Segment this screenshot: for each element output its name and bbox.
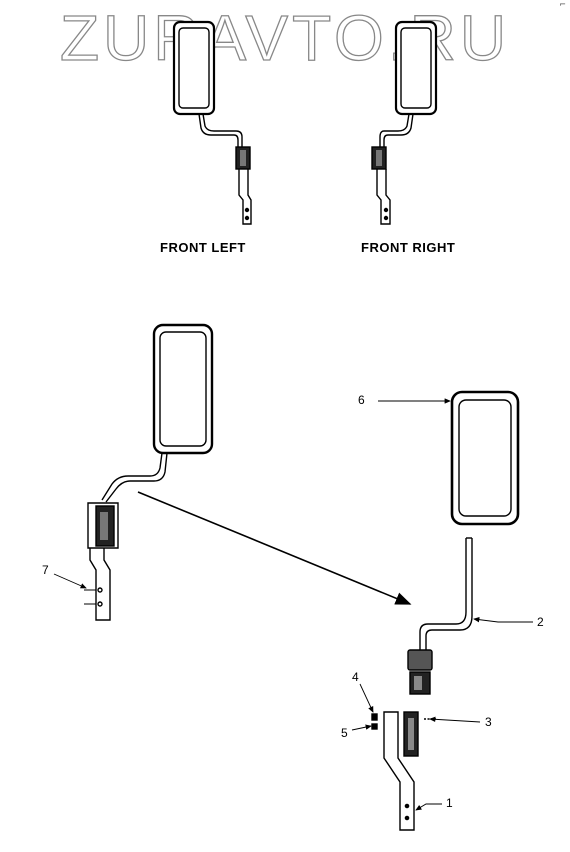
callout-5: 5 xyxy=(341,726,348,740)
front-right-label: FRONT RIGHT xyxy=(361,240,456,255)
callout-2: 2 xyxy=(537,615,544,629)
assembled-mirror-left xyxy=(84,323,214,621)
callout-3: 3 xyxy=(485,715,492,729)
callout-6: 6 xyxy=(358,393,365,407)
callout-4: 4 xyxy=(352,670,359,684)
callout-1: 1 xyxy=(446,796,453,810)
corner-mark: ⌐ xyxy=(559,0,566,9)
front-right-mirror xyxy=(371,20,438,225)
callout-7: 7 xyxy=(42,563,49,577)
front-left-mirror xyxy=(172,20,252,225)
exploded-mirror-right xyxy=(371,390,520,831)
assembly-direction-arrow xyxy=(137,491,412,605)
front-left-label: FRONT LEFT xyxy=(160,240,246,255)
callout-leaders xyxy=(53,398,533,811)
